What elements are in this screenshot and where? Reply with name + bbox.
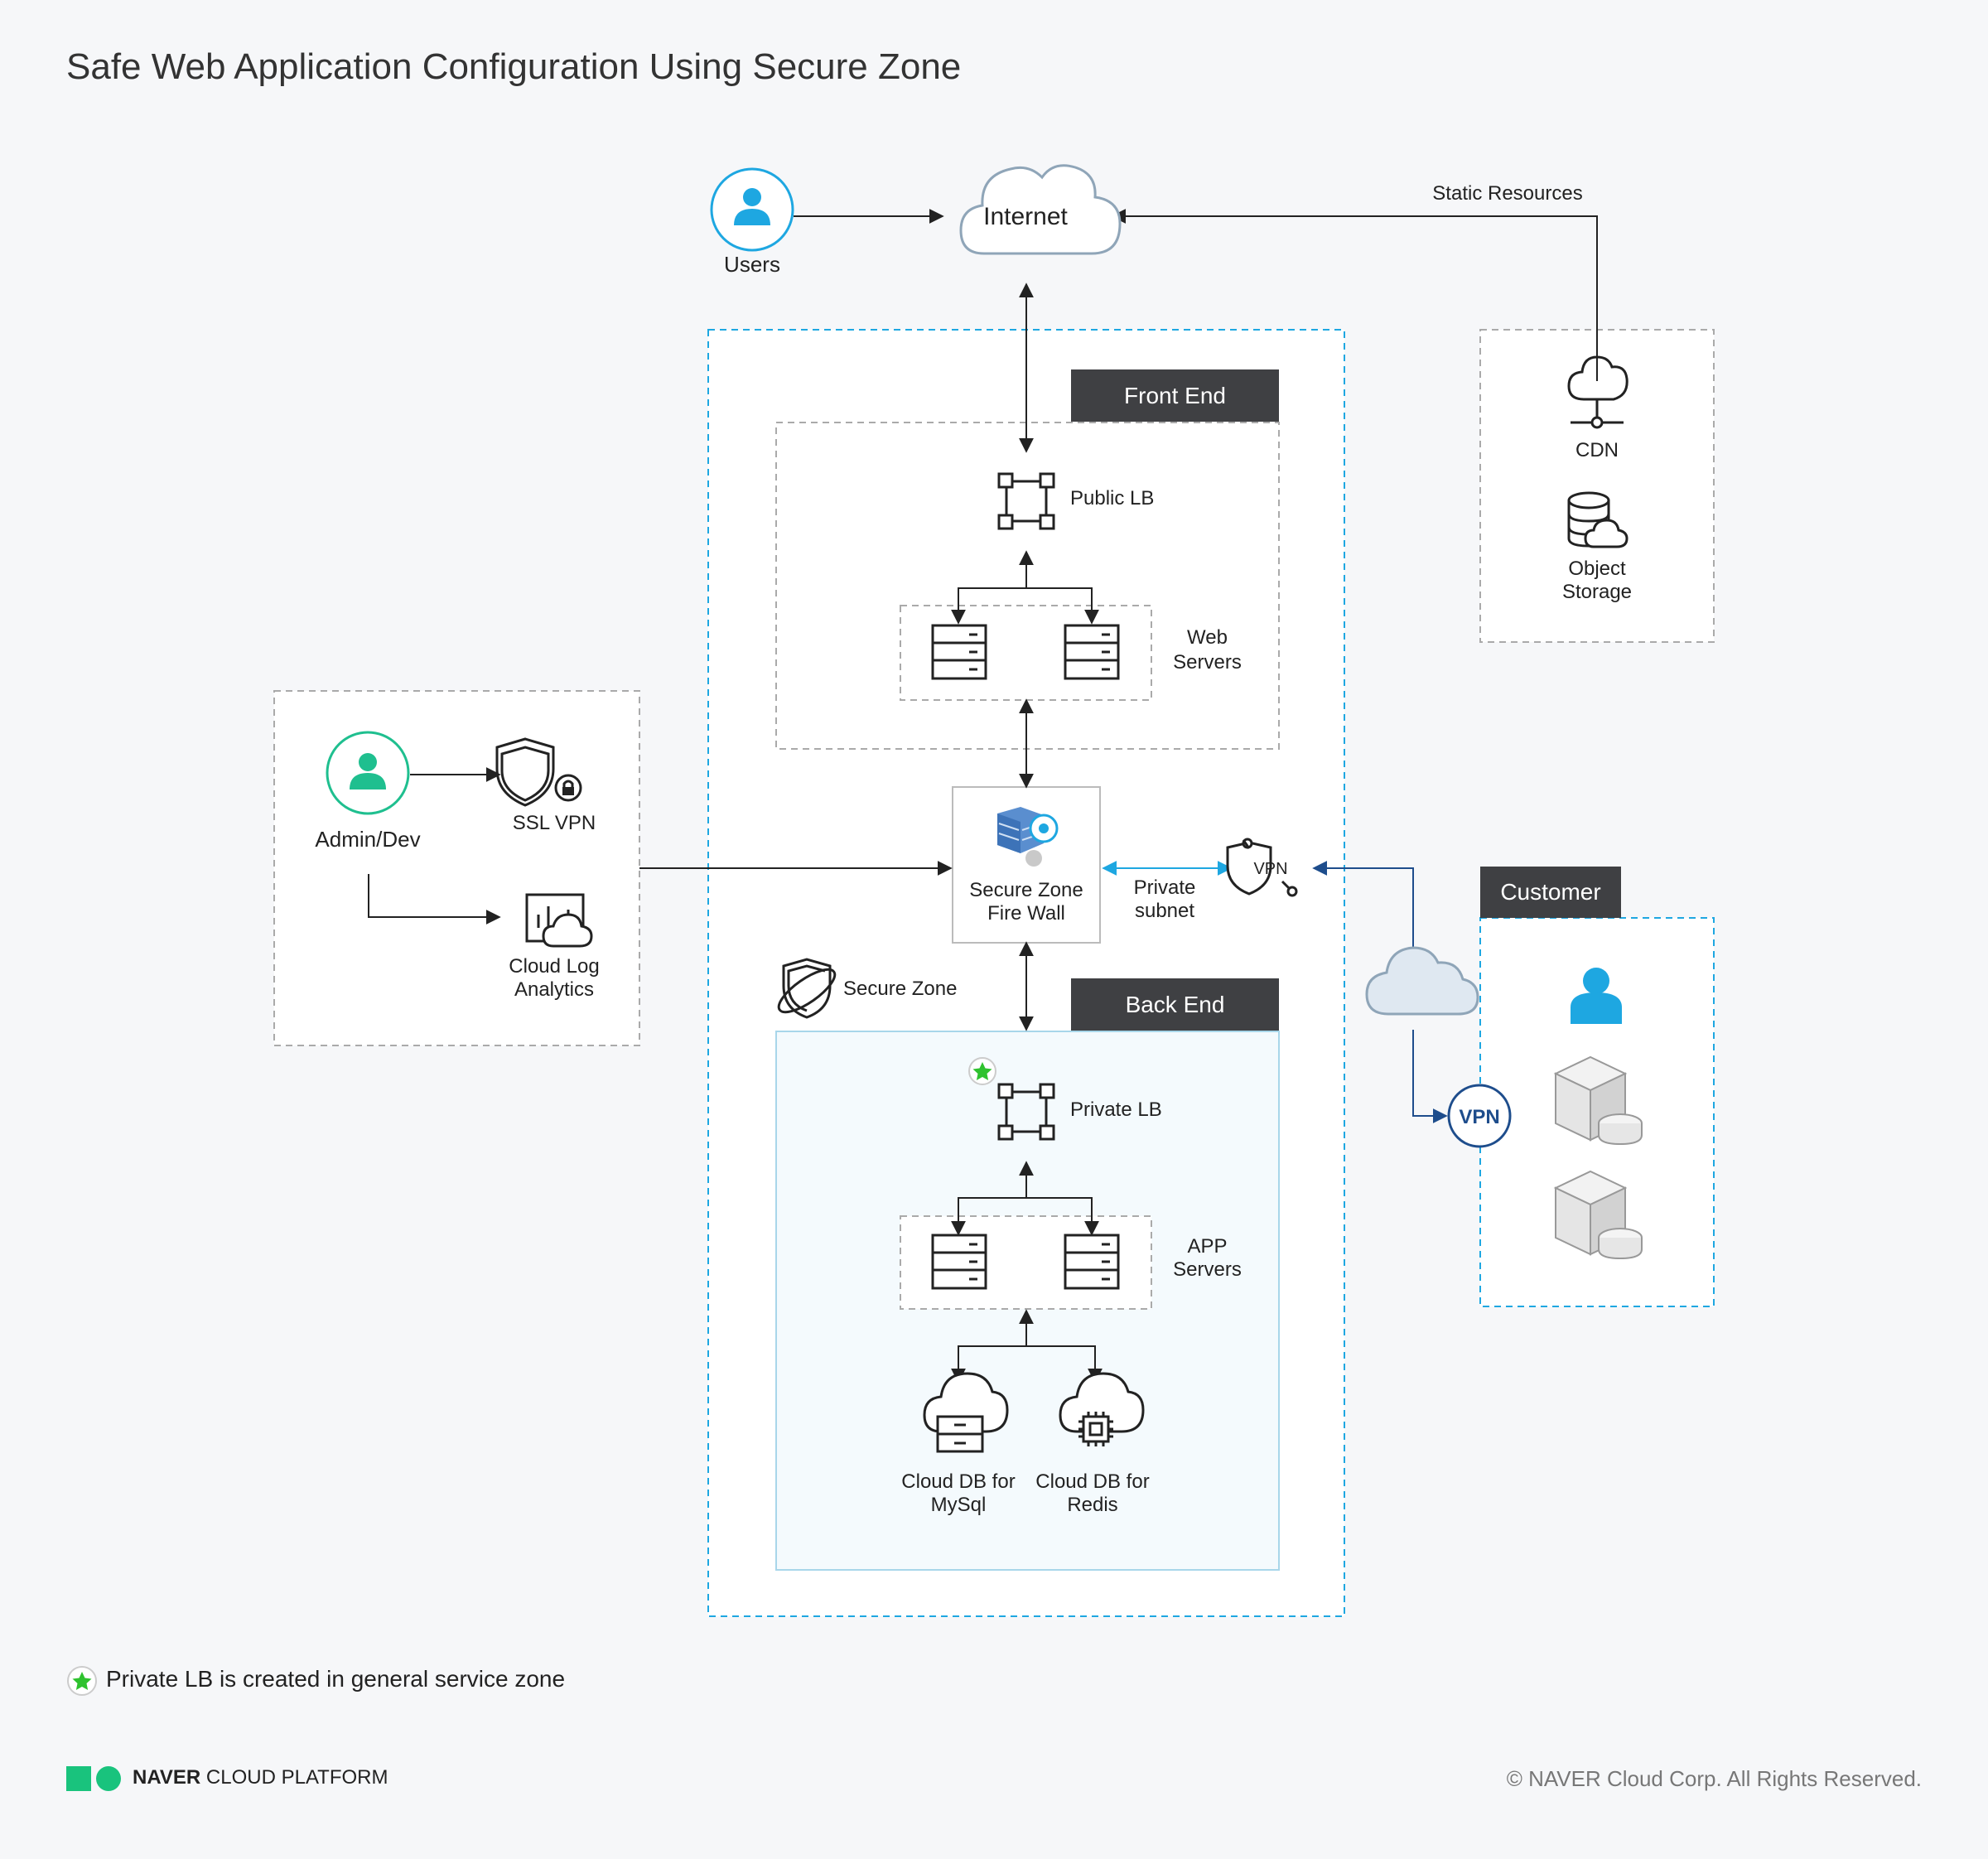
cloud-to-vpn-circle — [1412, 1030, 1448, 1123]
customer-link-cloud-icon — [1365, 946, 1479, 1016]
naver-logo-icon — [66, 1766, 121, 1791]
private-lb-label: Private LB — [1070, 1098, 1162, 1121]
private-lb-icon — [997, 1083, 1055, 1141]
star-badge-icon — [968, 1057, 996, 1085]
users-label: Users — [724, 252, 780, 277]
page-title: Safe Web Application Configuration Using… — [66, 46, 962, 87]
internet-cloud-icon — [959, 164, 1122, 255]
copyright: © NAVER Cloud Corp. All Rights Reserved. — [1506, 1766, 1922, 1791]
web-server-icon — [1064, 624, 1120, 680]
legend-star-icon — [67, 1666, 97, 1696]
customer-server-icon — [1553, 1055, 1643, 1146]
front-end-header: Front End — [1071, 369, 1279, 422]
users-icon — [710, 167, 794, 252]
back-end-header: Back End — [1071, 978, 1279, 1031]
web-servers-label-2: Servers — [1173, 651, 1242, 674]
legend-note: Private LB is created in general service… — [106, 1666, 566, 1692]
cloud-db-mysql-label-2: MySql — [930, 1494, 987, 1516]
object-storage-label-1: Object — [1568, 558, 1626, 580]
storage-zone — [1479, 329, 1715, 643]
public-lb-icon — [997, 472, 1055, 530]
brand-name-rest: CLOUD PLATFORM — [205, 1766, 388, 1789]
secure-zone-label: Secure Zone — [843, 978, 958, 1000]
cloud-db-redis-label-2: Redis — [1067, 1494, 1118, 1516]
app-servers-label-1: APP — [1187, 1235, 1228, 1258]
cdn-label: CDN — [1575, 439, 1619, 461]
cloud-log-label-1: Cloud Log — [509, 955, 600, 978]
cloud-log-analytics-icon — [525, 893, 593, 948]
customer-header: Customer — [1480, 867, 1621, 918]
static-resources-label: Static Resources — [1432, 182, 1583, 205]
web-server-icon — [931, 624, 987, 680]
cloud-log-label-2: Analytics — [514, 978, 595, 1001]
firewall-icon — [997, 807, 1059, 867]
internet-label: Internet — [983, 203, 1068, 230]
customer-server-icon — [1553, 1170, 1643, 1260]
brand-name-bold: NAVER — [133, 1766, 201, 1789]
cloud-db-mysql-label-1: Cloud DB for — [901, 1470, 1016, 1493]
private-subnet-label-2: subnet — [1134, 900, 1195, 922]
app-server-icon — [1064, 1234, 1120, 1290]
vpn-shield-icon — [1226, 838, 1298, 897]
public-lb-label: Public LB — [1070, 487, 1155, 509]
vpn-circle-icon — [1447, 1084, 1512, 1148]
admin-icon — [326, 731, 410, 815]
private-subnet-label-1: Private — [1133, 876, 1196, 899]
secure-zone-icon — [777, 958, 837, 1019]
cloud-to-vpn-badge — [1312, 861, 1414, 953]
object-storage-label-2: Storage — [1561, 581, 1633, 603]
brand-name: NAVER CLOUD PLATFORM — [133, 1766, 388, 1789]
app-servers-label-2: Servers — [1173, 1258, 1242, 1281]
cdn-to-internet — [1111, 209, 1598, 381]
firewall-label-2: Fire Wall — [987, 902, 1065, 925]
firewall-label-1: Secure Zone — [969, 879, 1083, 901]
web-servers-label-1: Web — [1187, 626, 1228, 649]
vpn-circle-text: VPN — [1459, 1106, 1499, 1128]
cloud-db-redis-icon — [1059, 1372, 1145, 1446]
admin-dev-label: Admin/Dev — [315, 827, 421, 852]
app-server-icon — [931, 1234, 987, 1290]
ssl-vpn-label: SSL VPN — [512, 812, 596, 834]
ssl-vpn-shield-icon — [495, 737, 582, 807]
vpn-badge-text: VPN — [1253, 860, 1287, 878]
object-storage-icon — [1567, 491, 1629, 548]
cdn-icon — [1567, 355, 1629, 429]
cloud-db-redis-label-1: Cloud DB for — [1035, 1470, 1150, 1493]
customer-person-icon — [1571, 968, 1622, 1024]
cloud-db-mysql-icon — [923, 1372, 1009, 1453]
admin-to-cla — [368, 874, 501, 925]
